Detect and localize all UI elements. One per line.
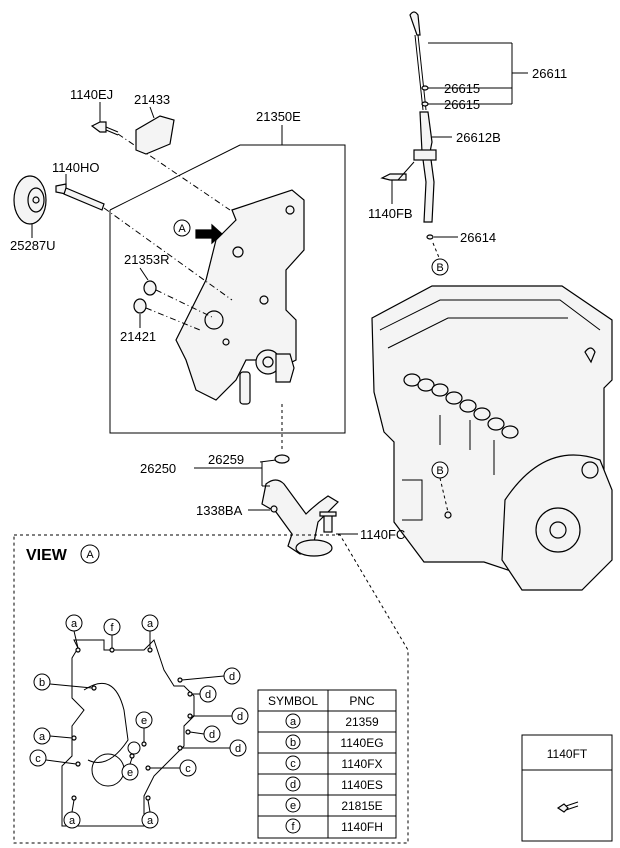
callout-21433: 21433: [134, 92, 170, 107]
callout-26615-lower: 26615: [444, 97, 480, 112]
svg-text:1140ES: 1140ES: [341, 778, 383, 792]
svg-text:d: d: [290, 779, 296, 791]
seal-21353R: [139, 267, 215, 319]
table-header-symbol: SYMBOL: [268, 694, 318, 708]
svg-text:B: B: [436, 465, 443, 477]
marker-b-lower: B: [431, 461, 449, 513]
svg-text:b: b: [290, 737, 296, 749]
callout-1140FT: 1140FT: [547, 747, 588, 761]
view-a-cover-outline: [61, 639, 195, 827]
svg-text:d: d: [235, 743, 241, 755]
table-row: e 21815E: [285, 797, 383, 813]
view-symbol-e-1: e: [135, 711, 153, 742]
svg-text:e: e: [141, 715, 147, 727]
table-row: c 1140FX: [285, 755, 383, 771]
svg-text:a: a: [147, 815, 154, 827]
callout-21353R: 21353R: [124, 252, 170, 267]
callout-26612B: 26612B: [456, 130, 501, 145]
svg-text:c: c: [290, 758, 296, 770]
callout-1140HO: 1140HO: [52, 160, 99, 175]
symbol-pnc-table: SYMBOL PNC a 21359 b 1140EG c 1140FX d 1…: [257, 689, 397, 839]
svg-text:21815E: 21815E: [341, 799, 382, 813]
svg-text:f: f: [110, 622, 114, 634]
marker-b-top: B: [431, 258, 449, 276]
svg-text:21359: 21359: [345, 715, 379, 729]
view-symbol-d-4: d: [189, 725, 221, 743]
dipstick-assembly: [380, 11, 437, 240]
table-row: b 1140EG: [285, 734, 384, 750]
svg-text:A: A: [86, 549, 94, 561]
view-symbol-d-2: d: [192, 685, 217, 703]
svg-text:1140FH: 1140FH: [341, 820, 383, 834]
svg-text:d: d: [209, 729, 215, 741]
view-symbol-d-1: d: [181, 667, 241, 685]
callout-21421: 21421: [120, 329, 156, 344]
callout-21350E: 21350E: [256, 109, 301, 124]
svg-text:c: c: [185, 763, 191, 775]
svg-text:d: d: [229, 671, 235, 683]
svg-text:e: e: [127, 767, 133, 779]
callout-26615-upper: 26615: [444, 81, 480, 96]
bolt-icon: [556, 803, 569, 813]
marker-a: A: [173, 219, 191, 237]
callout-1140FC: 1140FC: [360, 527, 405, 542]
view-symbol-d-3: d: [192, 707, 249, 725]
callout-25287U: 25287U: [10, 238, 56, 253]
view-symbol-a-3: a: [33, 727, 73, 745]
svg-text:c: c: [35, 753, 41, 765]
svg-text:e: e: [290, 800, 296, 812]
view-a-panel: [13, 534, 409, 844]
tensioner-pulley-25287U: [13, 175, 47, 238]
view-symbol-f: f: [103, 618, 121, 648]
svg-text:a: a: [71, 618, 78, 630]
table-row: f 1140FH: [285, 818, 383, 834]
callout-26611: 26611: [532, 66, 567, 81]
callout-1338BA: 1338BA: [196, 503, 243, 518]
callout-26250: 26250: [140, 461, 176, 476]
svg-text:a: a: [69, 815, 76, 827]
view-symbol-a-2: a: [141, 614, 159, 648]
seal-21421: [133, 298, 201, 331]
dipstick-leaders: [391, 42, 528, 261]
svg-text:b: b: [39, 677, 45, 689]
view-a-title: VIEW: [26, 547, 68, 564]
view-symbol-d-5: d: [182, 739, 247, 757]
svg-text:f: f: [291, 821, 295, 833]
view-symbol-c-2: c: [150, 759, 197, 777]
svg-text:d: d: [237, 711, 243, 723]
view-a-marker: A: [80, 544, 100, 564]
view-symbol-a-5: a: [141, 799, 159, 829]
view-symbol-a-4: a: [63, 799, 81, 829]
view-symbol-b: b: [33, 673, 93, 691]
svg-text:a: a: [39, 731, 46, 743]
plate-21433: [135, 106, 175, 155]
engine-block: [371, 285, 613, 591]
svg-text:B: B: [436, 262, 443, 274]
oil-strainer-group: [194, 404, 358, 557]
view-symbol-a-1: a: [65, 614, 83, 649]
view-symbol-e-2: e: [121, 757, 139, 781]
svg-text:d: d: [205, 689, 211, 701]
svg-text:a: a: [290, 716, 297, 728]
callout-1140FB: 1140FB: [368, 206, 413, 221]
svg-text:1140EG: 1140EG: [340, 736, 383, 750]
part-box-1140FT: 1140FT: [521, 734, 613, 842]
callout-1140EJ: 1140EJ: [70, 87, 113, 102]
callout-26614: 26614: [460, 230, 496, 245]
front-cover-group: [109, 144, 346, 434]
bolt-1140HO: [55, 174, 233, 301]
table-row: a 21359: [285, 713, 379, 729]
svg-text:A: A: [178, 223, 186, 235]
svg-text:1140FX: 1140FX: [341, 757, 382, 771]
view-symbol-c-1: c: [29, 749, 77, 767]
callout-26259: 26259: [208, 452, 244, 467]
table-row: d 1140ES: [285, 776, 383, 792]
table-header-pnc: PNC: [349, 694, 375, 708]
svg-text:a: a: [147, 618, 154, 630]
